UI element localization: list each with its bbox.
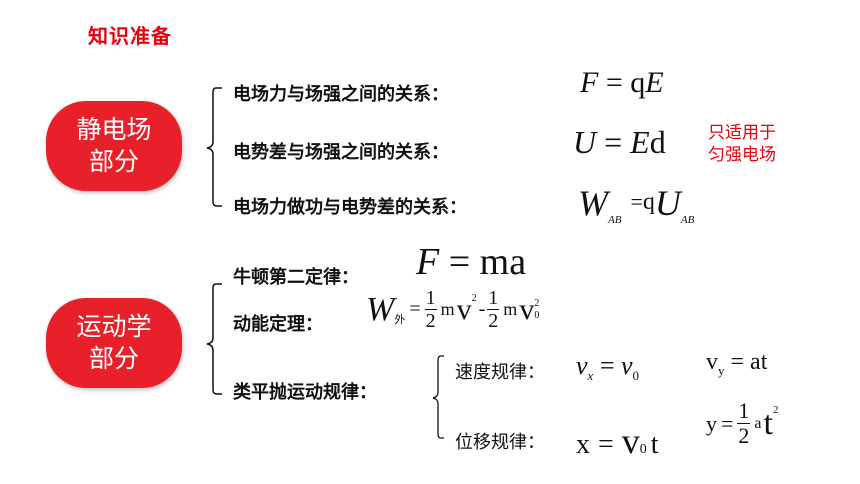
- field-force-relation-label: 电场力与场强之间的关系：: [233, 84, 449, 105]
- velocity-x-formula: vx = v0: [576, 351, 640, 384]
- displacement-rule-label: 位移规律：: [455, 432, 545, 453]
- work-relation-label: 电场力做功与电势差的关系：: [233, 197, 467, 218]
- newton-second-law-label: 牛顿第二定律：: [233, 267, 359, 288]
- velocity-rule-label: 速度规律：: [455, 362, 545, 383]
- projectile-motion-label: 类平抛运动规律：: [233, 382, 377, 403]
- kinematics-brace: [206, 283, 222, 395]
- projectile-brace: [432, 355, 444, 439]
- field-force-formula: F = qE: [580, 66, 664, 99]
- electrostatics-label-line2: 部分: [88, 147, 139, 176]
- electrostatics-brace: [206, 87, 222, 207]
- electrostatics-label-line1: 静电场: [76, 115, 152, 144]
- electrostatics-badge: 静电场 部分: [46, 101, 182, 191]
- page-title: 知识准备: [88, 24, 172, 48]
- kinetic-energy-theorem-label: 动能定理：: [233, 314, 323, 335]
- uniform-field-note: 只适用于 匀强电场: [708, 123, 776, 165]
- potential-difference-formula: U = Ed: [573, 124, 666, 160]
- kinematics-label-line1: 运动学: [76, 312, 152, 341]
- newton-second-law-formula: F = ma: [416, 241, 527, 283]
- kinematics-label-line2: 部分: [88, 344, 139, 373]
- kinematics-badge: 运动学 部分: [46, 298, 182, 388]
- velocity-y-formula: vy = at: [706, 349, 768, 378]
- work-formula: WAB =qUAB: [578, 183, 695, 227]
- potential-difference-relation-label: 电势差与场强之间的关系：: [233, 142, 449, 163]
